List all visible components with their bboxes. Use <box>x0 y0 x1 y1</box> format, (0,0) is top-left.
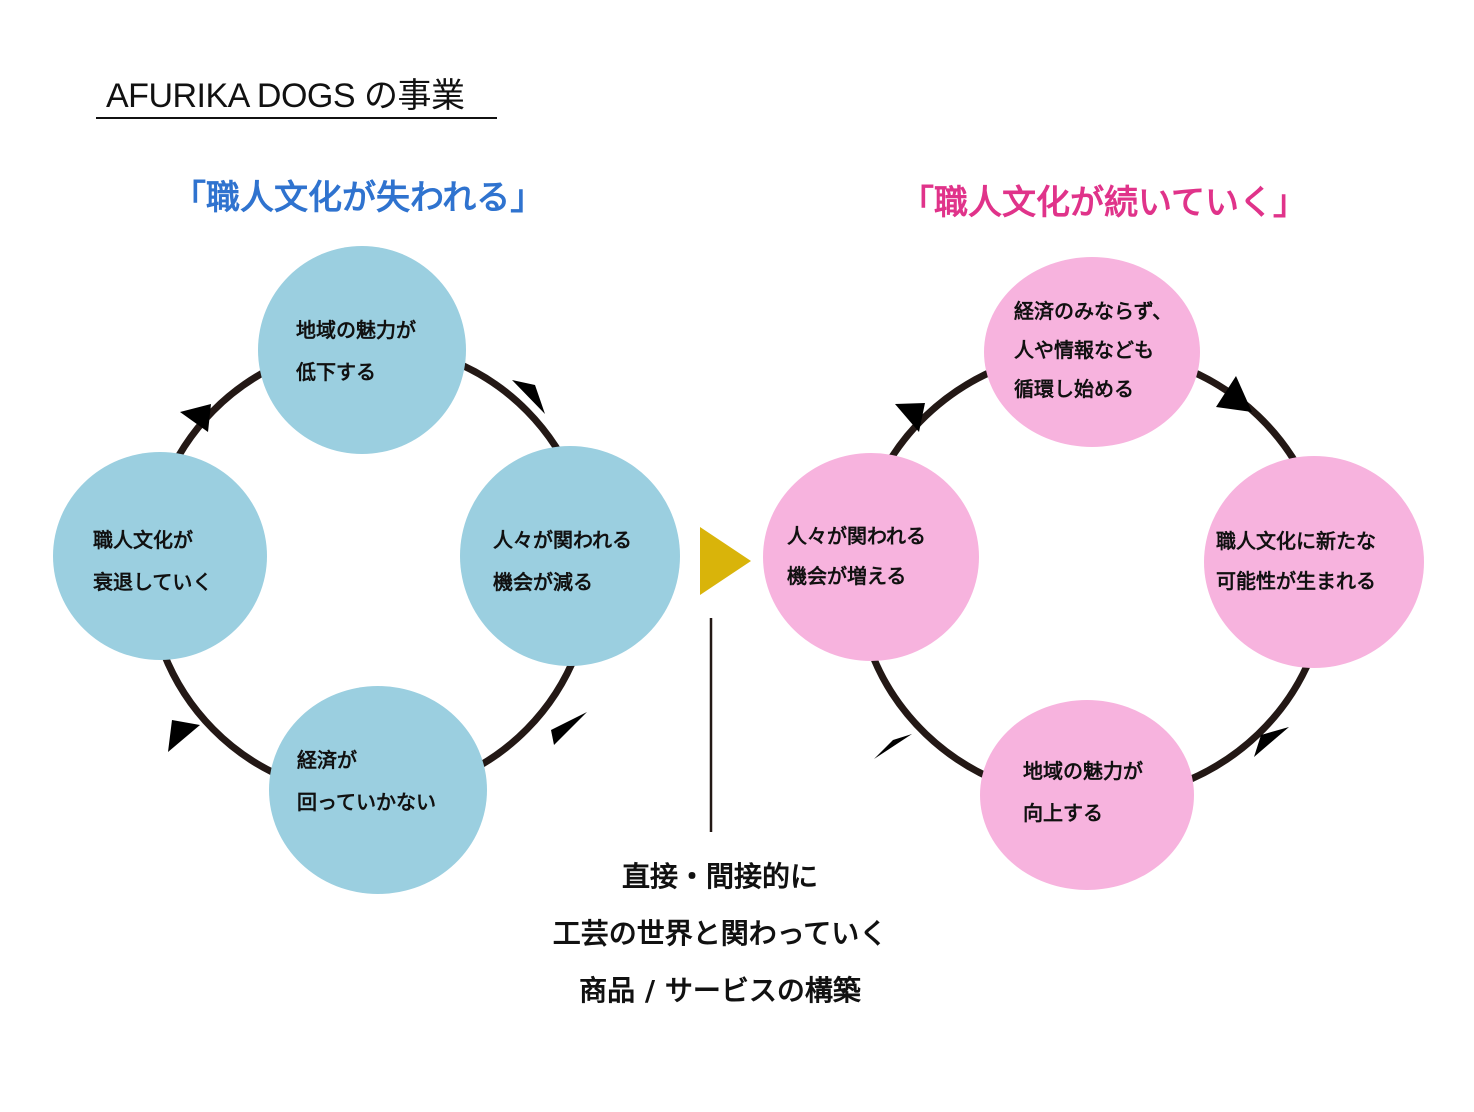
label-line: 職人文化が <box>93 528 193 552</box>
label-line: 循環し始める <box>1014 377 1134 401</box>
page-title: AFURIKA DOGS の事業 <box>106 77 465 115</box>
left-node-top <box>258 246 466 454</box>
right-arrow-bottom-left-icon <box>874 734 912 759</box>
left-node-left <box>53 452 267 660</box>
left-arrow-bottom-right-icon <box>551 712 587 745</box>
label-line: 回っていかない <box>297 790 436 814</box>
left-node-right <box>460 446 680 666</box>
right-arrow-bottom-right-icon <box>1254 727 1289 757</box>
label-line: 可能性が生まれる <box>1216 569 1376 593</box>
right-node-bottom-label: 地域の魅力が 向上する <box>1023 750 1143 834</box>
label-line: 職人文化に新たな <box>1216 529 1376 553</box>
left-arrow-top-left-icon <box>180 404 211 432</box>
label-line: 地域の魅力が <box>296 318 416 342</box>
left-node-right-label: 人々が関われる 機会が減る <box>493 519 632 603</box>
transition-description: 直接・間接的に 工芸の世界と関わっていく 商品 / サービスの構築 <box>460 848 980 1019</box>
left-node-bottom-label: 経済が 回っていかない <box>297 739 436 823</box>
right-cycle-heading: 「職人文化が続いていく」 <box>900 183 1307 223</box>
label-line: 人々が関われる <box>787 524 926 548</box>
right-node-right <box>1204 456 1424 668</box>
label-line: 機会が増える <box>787 564 907 588</box>
right-node-bottom <box>980 700 1194 890</box>
label-line: 人や情報なども <box>1014 338 1154 362</box>
label-line: 向上する <box>1023 801 1103 825</box>
label-line: 機会が減る <box>493 570 593 594</box>
transition-line: 工芸の世界と関わっていく <box>552 917 888 950</box>
label-line: 人々が関われる <box>493 528 632 552</box>
left-node-left-label: 職人文化が 衰退していく <box>93 519 212 603</box>
right-node-top-label: 経済のみならず、 人や情報なども 循環し始める <box>1014 292 1172 409</box>
transition-line: 商品 / サービスの構築 <box>579 974 861 1007</box>
right-arrow-top-left-icon <box>895 403 925 432</box>
transition-line: 直接・間接的に <box>621 860 818 893</box>
left-node-bottom <box>269 686 487 894</box>
right-node-top <box>984 257 1200 447</box>
right-node-left-label: 人々が関われる 機会が増える <box>787 516 926 596</box>
label-line: 地域の魅力が <box>1023 759 1143 783</box>
right-node-left <box>763 453 979 661</box>
play-triangle-icon <box>700 527 751 595</box>
label-line: 経済のみならず、 <box>1014 299 1173 323</box>
label-line: 衰退していく <box>93 570 213 594</box>
label-line: 経済が <box>297 748 357 772</box>
left-arrow-bottom-left-icon <box>168 720 200 752</box>
left-node-top-label: 地域の魅力が 低下する <box>296 309 416 393</box>
left-cycle-heading: 「職人文化が失われる」 <box>172 178 545 218</box>
label-line: 低下する <box>296 360 376 384</box>
right-arrow-top-right-icon <box>1216 376 1252 412</box>
right-node-right-label: 職人文化に新たな 可能性が生まれる <box>1216 521 1376 601</box>
left-arrow-top-right-icon <box>512 380 545 414</box>
title-underline <box>96 117 497 119</box>
